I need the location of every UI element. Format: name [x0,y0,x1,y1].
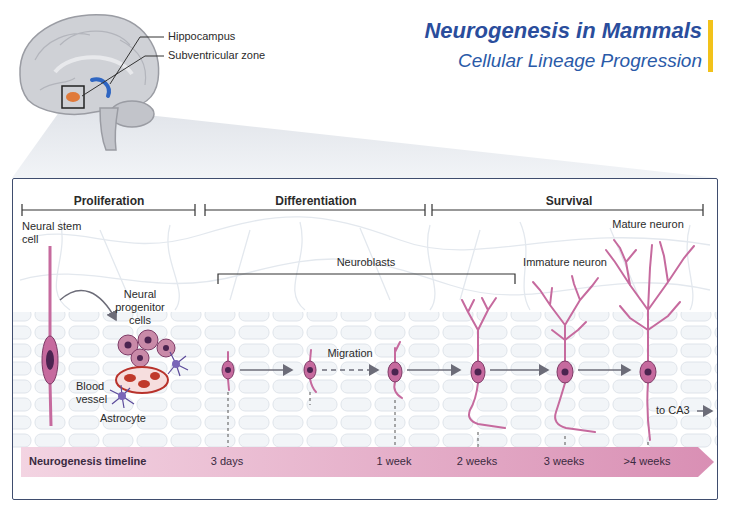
accent-bar [708,20,713,72]
timeline-title: Neurogenesis timeline [29,455,146,468]
time-point: >4 weeks [624,455,671,468]
stage-label: Neuroblasts [337,256,396,269]
title: Neurogenesis in Mammals [424,18,702,44]
cells [42,240,712,440]
time-point: 3 days [211,455,243,468]
brain [20,15,164,150]
cell-label: Neural progenitor cells [104,288,176,328]
cell-label: Astrocyte [100,412,146,425]
panel: Proliferation Differentiation SurvivalNeur… [12,178,718,500]
target-label: to CA3 [656,404,690,417]
process-label: Migration [327,347,372,360]
time-point: 1 week [377,455,412,468]
time-ticks [228,392,648,447]
tissue-texture [13,312,717,448]
phase-heading: Differentiation [275,194,356,208]
stage-label: Mature neuron [612,218,684,231]
subtitle: Cellular Lineage Progression [458,50,702,73]
region-label: Hippocampus [168,30,235,43]
cell-label: Blood vessel [76,380,114,406]
stage-label: Immature neuron [523,256,607,269]
phase-brackets [22,204,703,284]
phase-heading: Survival [546,194,593,208]
cell-label: Neural stem cell [22,220,84,246]
timeline-arrow: Neurogenesis timeline 3 days 1 week 2 weeks… [21,447,714,477]
time-point: 3 weeks [544,455,584,468]
region-label: Subventricular zone [168,49,265,62]
timeline-body [21,447,714,477]
time-point: 2 weeks [457,455,497,468]
fiber-texture [20,217,710,310]
phase-heading: Proliferation [74,194,145,208]
